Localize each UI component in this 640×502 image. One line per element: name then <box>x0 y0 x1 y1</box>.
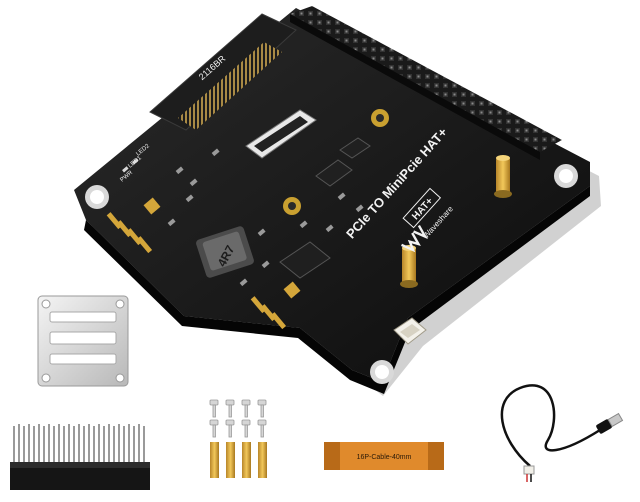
hat-board: 2116BR 4R7 <box>74 6 601 396</box>
gold-fingers-right <box>250 296 287 330</box>
standoff-left <box>400 245 418 288</box>
stacking-header <box>10 424 150 490</box>
minipcie-slot <box>149 13 297 131</box>
logic-ic <box>339 137 371 159</box>
gold-fingers-left <box>106 212 153 254</box>
mount-hole-bottom <box>370 360 394 384</box>
passive-components <box>122 148 364 287</box>
brand-logo <box>401 224 428 253</box>
jst-connector <box>393 317 427 345</box>
jst-plug <box>523 465 535 482</box>
minipcie-slot-pins <box>178 42 282 130</box>
regulator-ic <box>279 241 331 279</box>
test-pads <box>143 197 301 299</box>
mount-hole-left <box>85 185 109 209</box>
switch-ic <box>315 159 353 187</box>
pcb-surface <box>74 8 590 382</box>
gpio-header-side <box>290 14 540 160</box>
mount-hole-top <box>283 109 389 215</box>
gpio-header <box>290 6 562 152</box>
brass-standoffs <box>210 442 267 478</box>
fpc-connector-inner <box>254 116 308 152</box>
hat-label-box <box>402 187 442 229</box>
cable-label: 16P-Cable-40mm <box>357 454 412 461</box>
metal-bracket <box>37 295 129 387</box>
usb-cable <box>500 384 624 482</box>
mount-hole-right <box>554 164 578 188</box>
standoff-right <box>494 155 512 198</box>
screw-set <box>209 399 267 478</box>
ffc-cable: 16P-Cable-40mm <box>324 442 444 470</box>
usb-plug <box>596 412 624 434</box>
power-inductor: 4R7 <box>196 226 254 278</box>
